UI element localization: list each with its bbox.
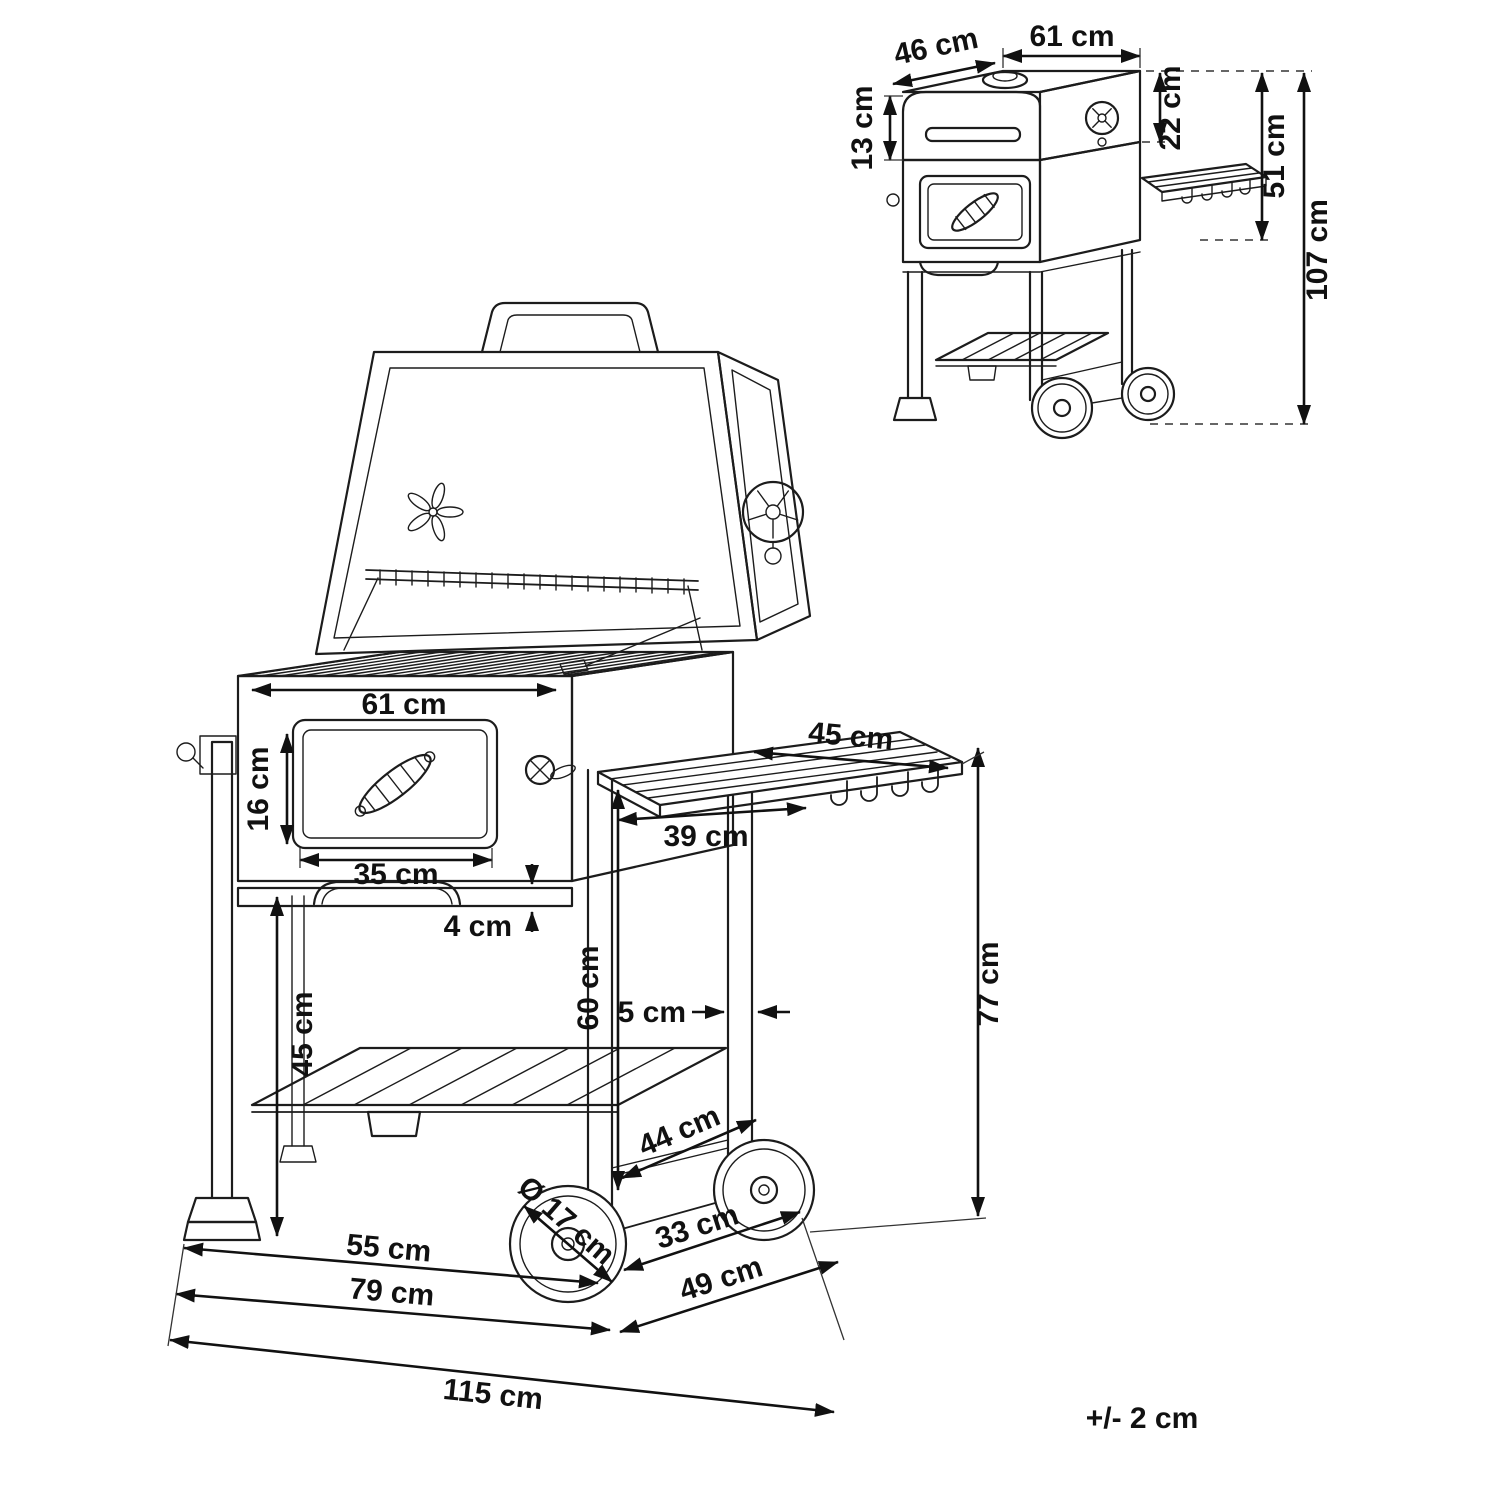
sv-side-table: [1140, 162, 1268, 204]
dim-sv-top-to-table: 51 cm: [1255, 72, 1291, 241]
dim-sv-total-height: 107 cm: [1297, 72, 1334, 425]
dim-handle-clearance: 4 cm: [444, 864, 539, 943]
dim-label-sv-total-height: 107 cm: [1301, 199, 1334, 301]
firebox-side: [570, 650, 735, 883]
sv-wheels: [1030, 366, 1176, 440]
front-left-leg: [210, 740, 234, 1200]
dim-leg-height: 45 cm: [270, 896, 319, 1237]
damper-knob-icon: [524, 754, 576, 786]
dim-sv-lid-height: 22 cm: [1153, 65, 1187, 151]
front-push-handle: [312, 880, 462, 906]
dim-label-door-height: 16 cm: [242, 746, 275, 831]
tolerance-note: +/- 2 cm: [1086, 1402, 1199, 1435]
dim-door-width: 35 cm: [299, 848, 493, 891]
dim-table-width: 39 cm: [617, 802, 807, 853]
sv-bottom-shelf: [934, 331, 1110, 381]
grill-grate: [239, 651, 722, 677]
dim-leg-thickness: 5 cm: [618, 996, 790, 1029]
sv-door-handle-icon: [951, 192, 999, 232]
lid-side-panel: [716, 350, 812, 642]
secondary-view-closed-grill: 46 cm 61 cm 13 cm 22 cm 51 cm: [846, 20, 1334, 440]
dim-label-sv-width: 61 cm: [1029, 20, 1114, 53]
lid-vent-wheel-icon: [741, 480, 805, 565]
sv-lid-handle: [924, 126, 1022, 143]
dim-sv-depth: 46 cm: [891, 22, 996, 88]
sv-front-handle: [918, 260, 1000, 277]
dim-body-width: 55 cm: [183, 1228, 599, 1289]
door-handle-icon: [354, 751, 436, 817]
bottle-opener-icon: [176, 735, 237, 775]
dim-label-table-width: 39 cm: [663, 820, 748, 853]
dim-label-grate-width: 61 cm: [361, 688, 446, 721]
dim-label-sv-lid-height: 22 cm: [1154, 65, 1187, 150]
dim-door-height: 16 cm: [242, 733, 294, 845]
sv-body: [886, 140, 1142, 277]
dim-grate-width: 61 cm: [251, 683, 557, 721]
lid-handle: [480, 301, 660, 354]
sv-left-foot: [892, 396, 938, 422]
dim-sv-width: 61 cm: [1002, 20, 1141, 68]
dim-label-body-width: 55 cm: [345, 1228, 433, 1268]
dim-overall-depth: 49 cm: [619, 1250, 839, 1334]
dim-sv-lid-front-height: 13 cm: [846, 85, 903, 171]
dim-label-sv-lid-front-height: 13 cm: [846, 85, 879, 170]
lid-open: [314, 301, 812, 667]
dim-label-sv-depth: 46 cm: [891, 22, 981, 72]
dim-frame-height: 60 cm: [572, 789, 625, 1191]
rear-right-leg: [726, 756, 754, 1184]
sv-vent-wheel-icon: [1084, 100, 1120, 147]
dim-label-table-height: 77 cm: [972, 941, 1005, 1026]
lid-fan-icon: [407, 482, 464, 542]
sv-door: [918, 174, 1032, 250]
sv-bottle-opener-icon: [886, 193, 900, 207]
dim-label-leg-thickness: 5 cm: [618, 996, 686, 1029]
bottom-shelf: [250, 1046, 728, 1138]
side-table: [596, 730, 964, 819]
dimensions-secondary: 46 cm 61 cm 13 cm 22 cm 51 cm: [846, 20, 1334, 425]
sv-lid: [901, 69, 1142, 162]
sv-legs: [892, 248, 1147, 422]
dim-label-table-depth: 45 cm: [807, 716, 895, 756]
sv-chimney-cap: [981, 70, 1029, 90]
shelf-support: [366, 1110, 422, 1138]
dim-label-door-width: 35 cm: [353, 858, 438, 891]
warming-rack: [343, 569, 703, 667]
dim-label-frame-height: 60 cm: [572, 945, 605, 1030]
cross-bar: [236, 886, 574, 908]
sv-tool-hooks: [1181, 178, 1251, 204]
dim-label-leg-height: 45 cm: [286, 991, 319, 1076]
dim-table-depth: 45 cm: [753, 716, 949, 774]
dim-label-handle-clearance: 4 cm: [444, 910, 512, 943]
lid-panel: [314, 350, 759, 656]
dim-base-width: 79 cm: [175, 1272, 611, 1336]
left-foot: [186, 1196, 258, 1224]
dim-table-height: 77 cm: [809, 747, 1005, 1233]
dim-overall-width: 115 cm: [167, 1217, 845, 1417]
main-view-open-grill: 61 cm 16 cm 35 cm 4 cm 45 cm: [167, 301, 1005, 1417]
tool-hooks: [830, 767, 939, 806]
dim-label-sv-top-to-table: 51 cm: [1258, 113, 1291, 198]
dim-label-base-width: 79 cm: [348, 1272, 436, 1312]
